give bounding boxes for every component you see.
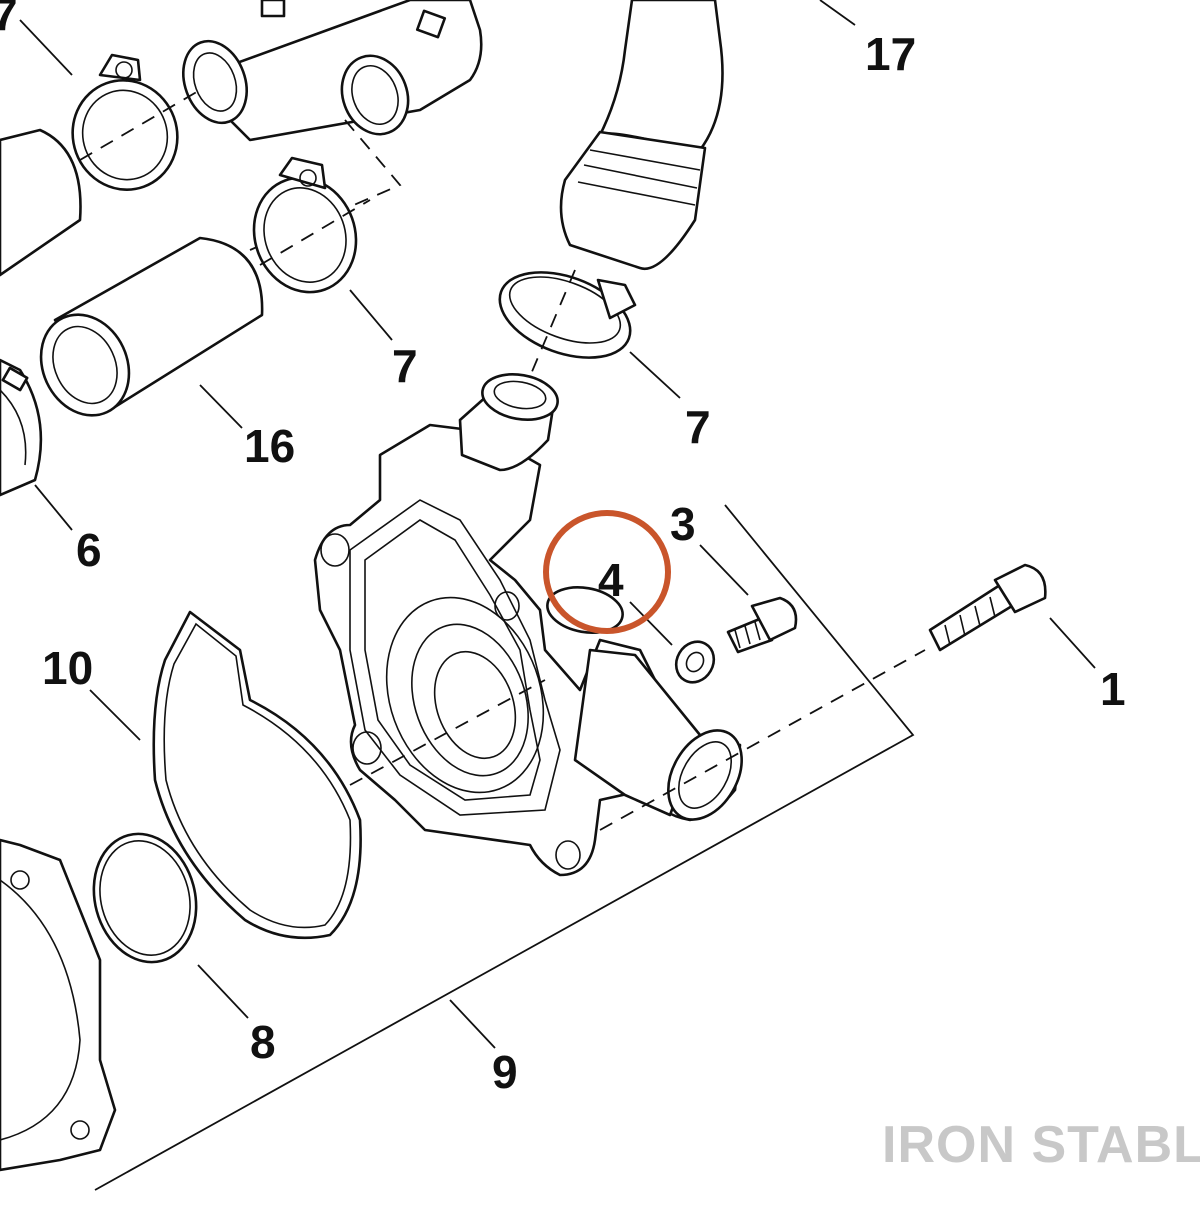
bolt-1 bbox=[928, 563, 1047, 652]
washer-4 bbox=[674, 640, 716, 684]
clamp-6 bbox=[0, 358, 43, 497]
callout-1: 1 bbox=[1100, 663, 1126, 715]
callout-9: 9 bbox=[492, 1046, 518, 1098]
callout-16: 16 bbox=[244, 420, 295, 472]
screw-3 bbox=[726, 596, 798, 654]
brand-watermark: IRON STABLE bbox=[882, 1116, 1200, 1174]
callout-4: 4 bbox=[598, 554, 624, 606]
fastener-axis-line bbox=[599, 649, 926, 831]
gasket-10 bbox=[152, 610, 362, 940]
hose-clamp-7-middle bbox=[252, 156, 371, 294]
water-pump-housing bbox=[313, 373, 743, 877]
hose-clamp-7-top bbox=[71, 53, 201, 191]
left-hose-upper bbox=[0, 128, 82, 277]
coolant-hose-16 bbox=[39, 236, 264, 417]
pump-cover bbox=[0, 838, 117, 1172]
callout-17: 17 bbox=[865, 28, 916, 80]
housing-axis-line bbox=[349, 679, 546, 786]
callout-3: 3 bbox=[670, 498, 696, 550]
group-bracket-9 bbox=[94, 504, 915, 1191]
callout-8: 8 bbox=[250, 1016, 276, 1068]
o-ring-8 bbox=[92, 832, 198, 964]
callout-6: 6 bbox=[76, 524, 102, 576]
callout-7-right: 7 bbox=[685, 401, 711, 453]
hose-clamp-7-right bbox=[498, 269, 637, 401]
callout-10: 10 bbox=[42, 642, 93, 694]
coolant-hose-17 bbox=[559, 0, 724, 271]
callout-7-top: 7 bbox=[0, 0, 18, 40]
highlight-circle bbox=[543, 510, 671, 634]
leader-lines bbox=[19, 0, 1096, 1049]
callout-7-middle: 7 bbox=[392, 340, 418, 392]
